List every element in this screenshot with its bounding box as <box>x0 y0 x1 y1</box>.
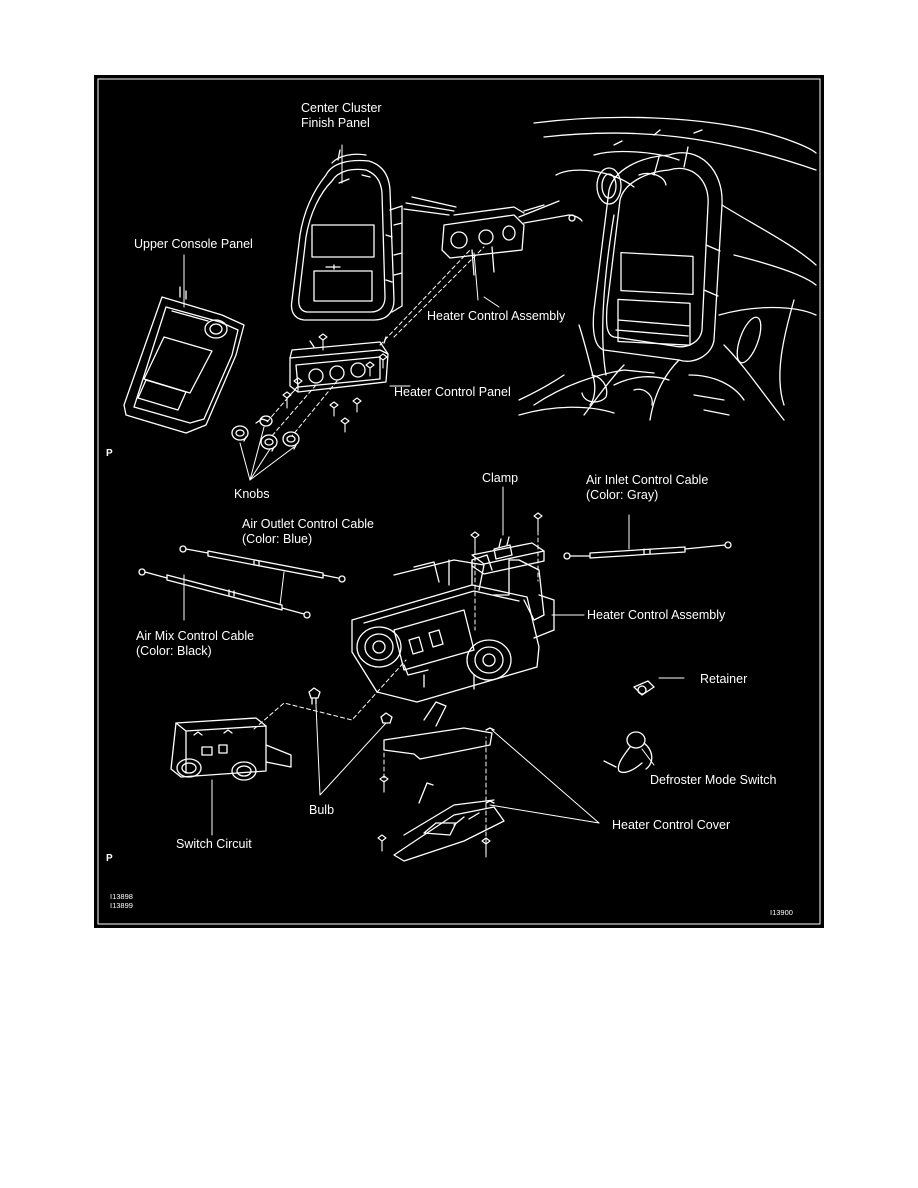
diagram-frame <box>97 78 821 925</box>
heater-control-panel-illustration <box>289 336 389 393</box>
clamp-illustration <box>471 536 545 575</box>
dashboard-illustration <box>518 116 817 421</box>
retainer-illustration <box>633 680 655 696</box>
clamp-screws <box>470 512 543 551</box>
leader-lines-top <box>239 296 500 481</box>
defroster-switch-illustration <box>603 731 653 774</box>
bulb-illustration <box>308 687 393 724</box>
label-heater-control-assembly-top: Heater Control Assembly <box>427 309 566 323</box>
cover-screws <box>377 775 491 855</box>
section-mark-p-bottom: P <box>106 853 113 864</box>
leader-lines-bottom <box>183 486 685 836</box>
label-retainer: Retainer <box>700 672 748 686</box>
knobs-group <box>231 415 300 452</box>
screws-group <box>282 333 388 433</box>
label-upper-console-panel: Upper Console Panel <box>134 237 253 251</box>
label-center-cluster-finish-panel: Center Cluster Finish Panel <box>301 101 382 130</box>
heater-assembly-large-illustration <box>351 554 555 703</box>
switch-circuit-illustration <box>170 717 292 781</box>
label-air-mix-control-cable: Air Mix Control Cable (Color: Black) <box>136 629 255 658</box>
section-mark-p-top: P <box>106 448 113 459</box>
figure-code-right: I13900 <box>770 908 793 917</box>
figure-code-left-a: I13898 <box>110 892 133 901</box>
label-knobs: Knobs <box>234 487 270 501</box>
center-cluster-panel-illustration <box>290 144 403 321</box>
air-mix-cable-illustration <box>138 568 311 619</box>
label-heater-control-panel: Heater Control Panel <box>394 385 511 399</box>
diagram-figure: Center Cluster Finish Panel Upper Consol… <box>94 75 824 928</box>
air-inlet-cable-illustration <box>563 541 732 560</box>
air-outlet-cable-illustration <box>179 545 346 583</box>
label-heater-control-cover: Heater Control Cover <box>612 818 731 832</box>
heater-control-cover-illustration <box>383 701 505 862</box>
figure-code-left-b: I13899 <box>110 901 133 910</box>
label-defroster-mode-switch: Defroster Mode Switch <box>650 773 777 787</box>
label-heater-control-assembly-bottom: Heater Control Assembly <box>587 608 726 622</box>
label-air-outlet-control-cable: Air Outlet Control Cable (Color: Blue) <box>242 517 375 546</box>
assembly-lines-bottom <box>253 530 539 858</box>
label-bulb: Bulb <box>309 803 335 817</box>
label-switch-circuit: Switch Circuit <box>176 837 252 851</box>
upper-console-illustration <box>123 254 245 434</box>
label-air-inlet-control-cable: Air Inlet Control Cable (Color: Gray) <box>586 473 709 502</box>
diagram-drawing <box>97 78 821 925</box>
label-clamp: Clamp <box>482 471 519 485</box>
heater-assembly-small-illustration <box>403 196 583 301</box>
assembly-lines-top <box>266 246 485 438</box>
